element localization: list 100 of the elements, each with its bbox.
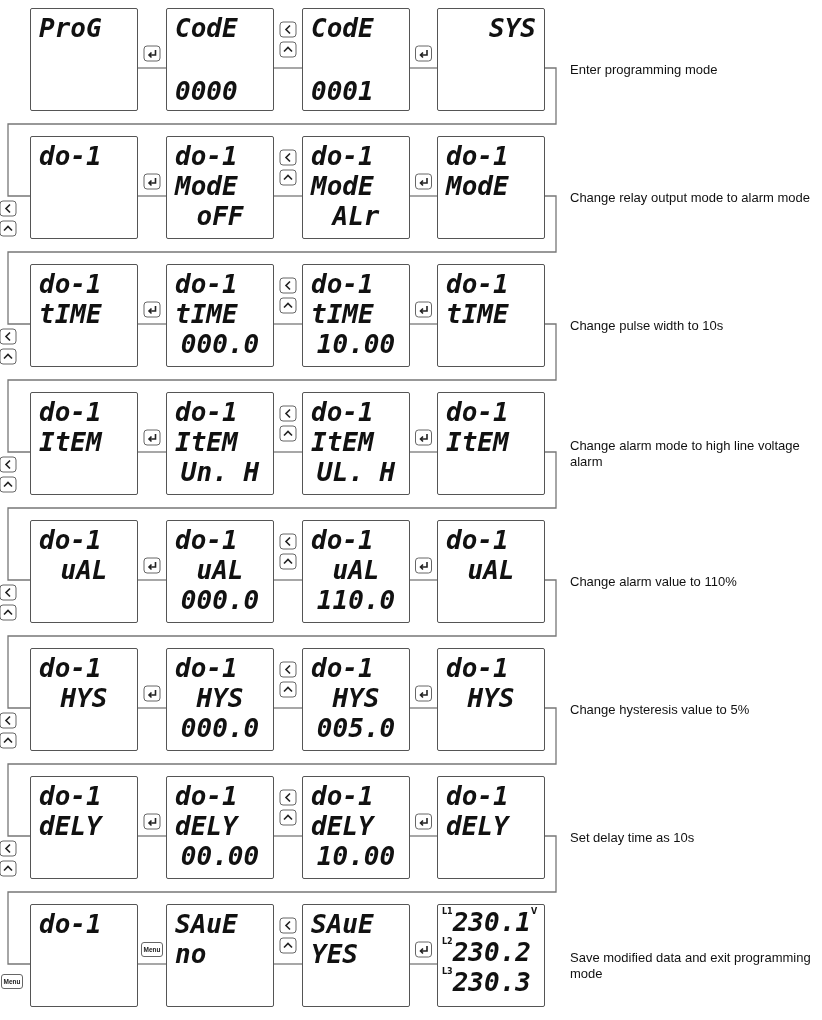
step-description: Change pulse width to 10s (570, 318, 725, 334)
display-text: do-1 (175, 653, 238, 683)
display-text: do-1 (175, 397, 238, 427)
display-screen (166, 648, 274, 751)
display-screen (437, 648, 545, 751)
connector-line (137, 963, 167, 965)
display-text: do-1 (446, 141, 509, 171)
connector-line (137, 835, 167, 837)
display-screen (166, 264, 274, 367)
display-screen (30, 8, 138, 111)
display-text: do-1 (39, 653, 102, 683)
connector-line (7, 579, 557, 709)
display-screen (302, 648, 410, 751)
display-screen (302, 776, 410, 879)
connector-line (7, 707, 557, 837)
phase-label: L1 (442, 907, 453, 916)
display-text: do-1 (175, 781, 238, 811)
step-description: Change alarm mode to high line voltage alarm (570, 438, 801, 470)
display-text: 000.0 (180, 585, 260, 615)
display-text: CodE (311, 13, 374, 43)
display-text: 0001 (311, 76, 374, 106)
display-screen (166, 392, 274, 495)
display-text: tIME (446, 299, 509, 329)
display-text: dELY (446, 811, 509, 841)
display-text: do-1 (446, 397, 509, 427)
display-text: SYS (489, 13, 536, 43)
connector-line (273, 323, 303, 325)
connector-line (273, 451, 303, 453)
display-screen (30, 392, 138, 495)
connector-line (409, 579, 438, 581)
display-text: ItEM (446, 427, 509, 457)
display-text: ItEM (311, 427, 374, 457)
connector-line (7, 835, 557, 965)
display-text: HYS (60, 683, 108, 713)
display-text: do-1 (39, 141, 102, 171)
step-description: Change hysteresis value to 5% (570, 702, 751, 718)
display-text: do-1 (311, 397, 374, 427)
step-description: Set delay time as 10s (570, 830, 696, 846)
display-screen (166, 904, 274, 1007)
display-screen (30, 136, 138, 239)
display-text: do-1 (175, 269, 238, 299)
step-description: Change relay output mode to alarm mode (570, 190, 811, 206)
display-text: ModE (175, 171, 238, 201)
display-text: HYS (332, 683, 380, 713)
connector-line (137, 451, 167, 453)
display-screen (437, 264, 545, 367)
display-text: do-1 (311, 781, 374, 811)
display-screen (30, 264, 138, 367)
display-text: HYS (196, 683, 244, 713)
display-screen (302, 904, 410, 1007)
connector-line (273, 579, 303, 581)
display-text: do-1 (39, 269, 102, 299)
display-text: Un. H (180, 457, 260, 487)
display-screen (166, 8, 274, 111)
display-text: CodE (175, 13, 238, 43)
display-screen (437, 8, 545, 111)
connector-line (409, 707, 438, 709)
display-text: uAL (467, 555, 515, 585)
connector-line (409, 195, 438, 197)
phase-label: L3 (442, 967, 453, 976)
display-text: 230.3 (452, 967, 531, 997)
display-text: 230.1 (452, 907, 531, 937)
connector-line (7, 451, 557, 581)
display-text: SAuE (311, 909, 374, 939)
display-screen (302, 136, 410, 239)
display-screen (30, 520, 138, 623)
display-text: do-1 (446, 525, 509, 555)
display-text: do-1 (311, 141, 374, 171)
connector-line (409, 835, 438, 837)
step-description: Save modified data and exit programming mode (570, 950, 812, 982)
display-screen (166, 520, 274, 623)
connector-line (273, 707, 303, 709)
display-text: do-1 (446, 653, 509, 683)
display-screen (30, 904, 138, 1007)
display-text: 0000 (175, 76, 238, 106)
display-text: ALr (332, 201, 380, 231)
display-screen (166, 136, 274, 239)
connector-line (137, 323, 167, 325)
connector-line (7, 195, 557, 325)
display-text: do-1 (311, 525, 374, 555)
connector-line (137, 195, 167, 197)
display-text: uAL (196, 555, 244, 585)
connector-line (273, 835, 303, 837)
connector-line (273, 963, 303, 965)
display-text: ModE (446, 171, 509, 201)
display-screen (30, 648, 138, 751)
connector-line (409, 323, 438, 325)
display-text: do-1 (39, 525, 102, 555)
display-text: 00.00 (180, 841, 260, 871)
display-screen (437, 136, 545, 239)
display-text: ItEM (39, 427, 102, 457)
connector-line (137, 67, 167, 69)
display-screen (302, 8, 410, 111)
display-text: tIME (39, 299, 102, 329)
connector-line (137, 579, 167, 581)
display-text: do-1 (39, 781, 102, 811)
connector-line (409, 67, 438, 69)
connector-line (7, 323, 557, 453)
display-text: 110.0 (316, 585, 396, 615)
phase-label: L2 (442, 937, 453, 946)
